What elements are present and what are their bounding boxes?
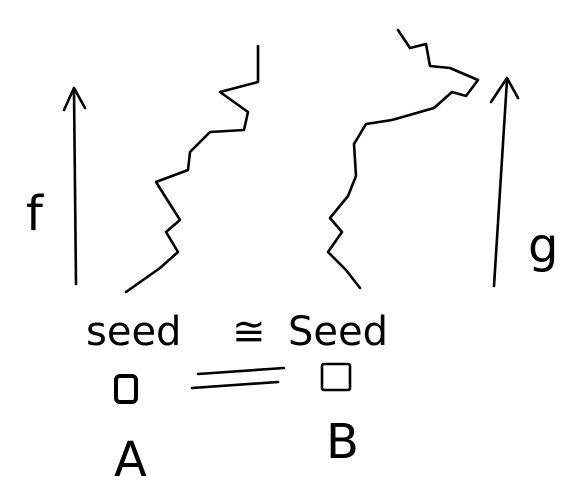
right-box	[320, 362, 352, 392]
right-jagged-path	[326, 28, 480, 290]
equality-lines	[190, 366, 286, 390]
left-jagged-path	[124, 44, 260, 294]
left-arrow-label: f	[26, 186, 44, 242]
iso-symbol: ≅	[232, 309, 266, 355]
left-box	[114, 374, 138, 404]
right-arrow-label: g	[528, 218, 558, 274]
right-seed-label: Seed	[288, 309, 388, 355]
right-box-label: B	[326, 414, 359, 470]
left-arrow	[62, 86, 87, 286]
left-seed-label: seed	[86, 309, 181, 355]
right-arrow	[489, 76, 520, 288]
left-box-label: A	[114, 432, 147, 488]
